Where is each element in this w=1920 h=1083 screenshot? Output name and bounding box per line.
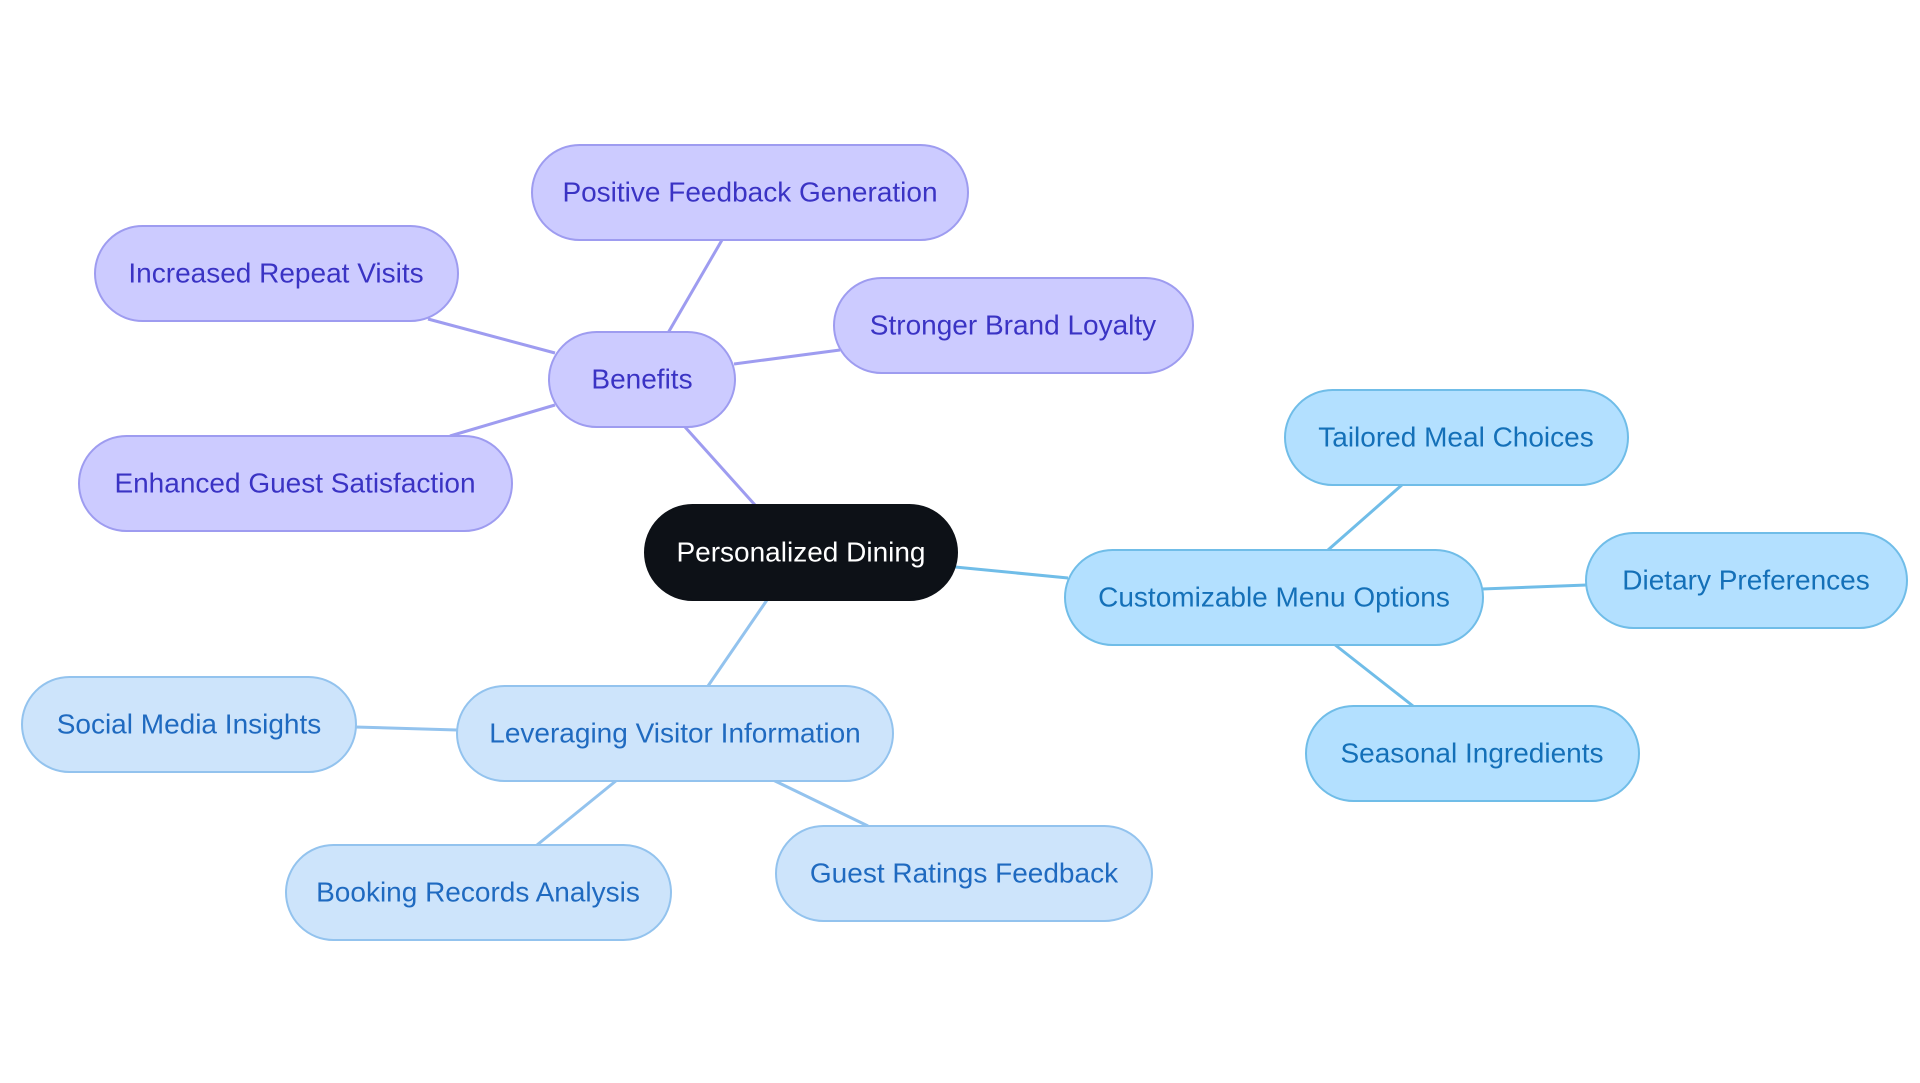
root-node[interactable]: Personalized Dining bbox=[644, 504, 958, 601]
guest-ratings-shape bbox=[775, 825, 1153, 922]
edge-visitor-guest-ratings bbox=[772, 778, 869, 828]
menu-child-tailored-meal[interactable]: Tailored Meal Choices bbox=[1284, 389, 1629, 486]
edge-menu-tailored-meal bbox=[1327, 482, 1404, 552]
positive-feedback-shape bbox=[531, 144, 969, 241]
dietary-label: Dietary Preferences bbox=[1622, 565, 1869, 596]
edge-root-benefits bbox=[683, 425, 757, 507]
booking-label: Booking Records Analysis bbox=[316, 877, 640, 908]
edge-root-menu bbox=[954, 565, 1069, 580]
social-media-label: Social Media Insights bbox=[57, 709, 322, 740]
branch-visitor-label: Leveraging Visitor Information bbox=[489, 718, 860, 749]
booking-shape bbox=[285, 844, 672, 941]
edge-benefits-positive-feedback bbox=[666, 239, 724, 334]
benefits-child-positive-feedback[interactable]: Positive Feedback Generation bbox=[531, 144, 969, 241]
menu-child-seasonal[interactable]: Seasonal Ingredients bbox=[1305, 705, 1640, 802]
repeat-visits-label: Increased Repeat Visits bbox=[128, 258, 423, 289]
seasonal-label: Seasonal Ingredients bbox=[1340, 738, 1603, 769]
root-node-shape bbox=[644, 504, 958, 601]
menu-child-dietary[interactable]: Dietary Preferences bbox=[1585, 532, 1908, 629]
brand-loyalty-shape bbox=[833, 277, 1194, 374]
edge-benefits-repeat-visits bbox=[427, 317, 556, 355]
branch-benefits-label: Benefits bbox=[591, 364, 692, 395]
tailored-meal-label: Tailored Meal Choices bbox=[1318, 422, 1593, 453]
edge-root-visitor bbox=[706, 599, 769, 687]
guest-satisfaction-label: Enhanced Guest Satisfaction bbox=[114, 468, 475, 499]
visitor-child-social-media[interactable]: Social Media Insights bbox=[21, 676, 357, 773]
branch-menu-label: Customizable Menu Options bbox=[1098, 582, 1450, 613]
edge-benefits-guest-satisfaction bbox=[449, 403, 556, 438]
edge-benefits-brand-loyalty bbox=[733, 348, 841, 366]
tailored-meal-shape bbox=[1284, 389, 1629, 486]
branch-menu-node[interactable]: Customizable Menu Options bbox=[1064, 549, 1484, 646]
branch-visitor-shape bbox=[456, 685, 894, 782]
edge-menu-seasonal bbox=[1333, 642, 1414, 708]
edge-visitor-social-media bbox=[354, 725, 458, 732]
visitor-child-guest-ratings[interactable]: Guest Ratings Feedback bbox=[775, 825, 1153, 922]
branch-benefits-shape bbox=[548, 331, 736, 428]
edge-visitor-booking bbox=[536, 778, 618, 847]
edge-menu-dietary bbox=[1481, 583, 1588, 591]
benefits-child-guest-satisfaction[interactable]: Enhanced Guest Satisfaction bbox=[78, 435, 513, 532]
seasonal-shape bbox=[1305, 705, 1640, 802]
guest-satisfaction-shape bbox=[78, 435, 513, 532]
benefits-child-brand-loyalty[interactable]: Stronger Brand Loyalty bbox=[833, 277, 1194, 374]
guest-ratings-label: Guest Ratings Feedback bbox=[810, 858, 1119, 889]
benefits-child-repeat-visits[interactable]: Increased Repeat Visits bbox=[94, 225, 459, 322]
positive-feedback-label: Positive Feedback Generation bbox=[562, 177, 937, 208]
repeat-visits-shape bbox=[94, 225, 459, 322]
branch-benefits-node[interactable]: Benefits bbox=[548, 331, 736, 428]
root-node-label: Personalized Dining bbox=[676, 537, 925, 568]
branch-visitor-node[interactable]: Leveraging Visitor Information bbox=[456, 685, 894, 782]
social-media-shape bbox=[21, 676, 357, 773]
dietary-shape bbox=[1585, 532, 1908, 629]
visitor-child-booking[interactable]: Booking Records Analysis bbox=[285, 844, 672, 941]
branch-menu-shape bbox=[1064, 549, 1484, 646]
brand-loyalty-label: Stronger Brand Loyalty bbox=[870, 310, 1156, 341]
edges bbox=[354, 239, 1588, 847]
nodes: Personalized Dining Benefits Positive Fe… bbox=[21, 144, 1908, 941]
